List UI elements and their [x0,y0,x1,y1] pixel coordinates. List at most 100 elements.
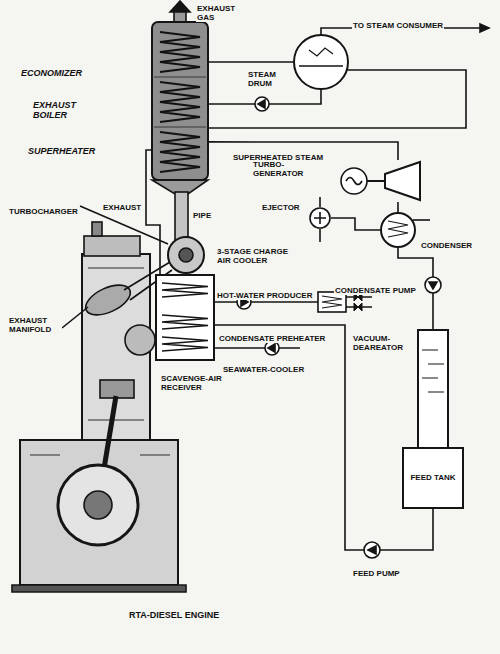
cooling-water-pipe [413,219,430,221]
part-label: TO STEAM CONSUMER [352,21,444,30]
label-holder: 3-STAGE CHARGE AIR COOLER [216,247,302,267]
diesel-engine [20,440,178,585]
diesel-engine [100,380,134,398]
label-holder: EXHAUST GAS [196,4,244,24]
part-label: SCAVENGE-AIR RECEIVER [160,374,234,392]
cooler-stage [162,315,208,329]
drum-shell [294,35,348,89]
exhaust-manifold [81,279,135,321]
label-holder: EXHAUST MANIFOLD [8,316,62,336]
deaerator-vessel [418,330,448,448]
tank-shell [403,448,463,508]
pipe-connector [397,202,399,212]
charge-air-cooler-outline [156,275,214,360]
label-holder: SCAVENGE-AIR RECEIVER [160,374,234,394]
pump-symbol [255,97,269,111]
cooler-stage [162,283,208,297]
shaft [367,180,385,182]
part-label: RTA-DIESEL ENGINE [128,610,220,620]
part-label: FEED PUMP [352,569,401,578]
ejector-outline [309,207,331,229]
vacuum-deaerator: VACUUM-DEAREATOR [418,330,448,448]
label-holder: CONDENSATE PREHEATER [218,327,326,345]
turbocharger [168,237,204,273]
exhaust-pipe [175,192,188,242]
cooling-coil [388,221,408,237]
turbo-generator: TURBO-GENERATOR [340,160,422,202]
pipe-connector [208,61,293,63]
part-label: TURBOCHARGER [8,207,79,216]
pump-symbol [429,282,437,289]
component-label: CONDENSER [420,241,473,250]
diesel-engine [84,236,140,256]
pump-symbol [255,97,269,111]
exhaust-boiler: ECONOMIZEREXHAUST BOILERSUPERHEATER [152,22,208,180]
label-holder: EXHAUST [102,196,142,214]
label-holder: FEED PUMP [352,562,401,580]
condenser-outline [380,212,416,248]
diesel-engine [58,465,138,545]
exhaust-pipe [175,192,188,242]
steam-pipe [480,24,489,32]
pump-symbol [364,542,380,558]
label-holder: TO STEAM CONSUMER [352,14,444,32]
part-label: EXHAUST [102,203,142,212]
pump-symbol [364,542,380,558]
steam-drum-outline [293,34,349,90]
diesel-engine [92,222,102,236]
cooler-casing [156,275,214,360]
label-holder: PIPE [192,204,212,222]
turbo-generator-outline [340,160,422,202]
ejector: EJECTOR [309,207,331,229]
hot-water-circuit [354,293,362,311]
hot-water-circuit [322,296,342,308]
diesel-engine [30,454,170,456]
ejector-mark [314,212,326,224]
label-holder: CONDENSATE PUMP [334,279,417,297]
label-holder: SUPERHEATER [27,140,96,158]
node-label: FEED TANK [409,473,456,482]
pump-symbol [368,546,376,554]
component-label: SUPERHEATER [27,146,96,156]
turbine [385,162,420,200]
pipe-connector [331,218,380,230]
component-label: STEAM DRUM [247,70,289,88]
diesel-engine [12,585,186,592]
leader-line [62,307,88,328]
heating-coil [160,32,200,72]
part-label: HOT-WATER PRODUCER [216,291,313,300]
pump-symbol [425,277,441,293]
turbocharger [179,248,193,262]
label-holder: EXHAUST BOILER [32,100,90,122]
label-holder: ECONOMIZER [20,62,83,80]
seawater-circuit [214,347,300,349]
heating-coil [160,132,200,172]
component-label: TURBO-GENERATOR [252,160,316,178]
exhaust-outlet [170,1,190,24]
condenser-shell [381,213,415,247]
part-label: CONDENSATE PREHEATER [218,334,326,343]
component-label: EXHAUST BOILER [32,100,90,121]
edge-label: CONDENSATE PUMP [334,286,417,295]
label-holder: STEAM DRUM [247,70,289,90]
edge-label: SUPERHEATED STEAM [232,153,324,162]
section-divider [154,77,206,127]
turbocharger [168,237,204,273]
pump-symbol [268,344,275,352]
heating-coil [160,82,200,122]
component-label: 3-STAGE CHARGE AIR COOLER [216,247,302,265]
component-label: EJECTOR [261,203,301,212]
part-label: SEAWATER-COOLER [222,365,305,374]
diesel-engine [84,491,112,519]
steam-pipe [208,24,489,128]
exhaust-boiler-outline [152,22,208,180]
part-label: EXHAUST MANIFOLD [8,316,62,334]
vacuum-deaerator-outline [418,330,448,448]
label-holder: EJECTOR [261,196,301,214]
label-holder: TURBOCHARGER [8,200,79,218]
deaerator-tray [422,350,444,392]
steam-separator [309,48,333,56]
